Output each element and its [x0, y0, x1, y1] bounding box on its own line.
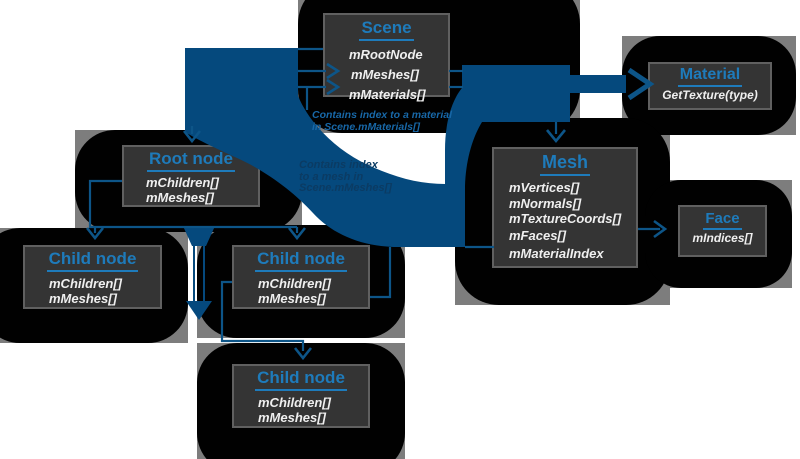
node-scene: Scene mRootNode mMeshes[] mMaterials[] [323, 13, 450, 102]
annotation-material-index: Contains index to a material in Scene.mM… [312, 109, 453, 133]
node-child3: Child node mChildren[] mMeshes[] [232, 364, 370, 428]
node-material-title: Material [650, 66, 770, 87]
node-root-title: Root node [124, 149, 258, 172]
node-child1-field: mMeshes[] [49, 291, 117, 306]
node-root-field: mChildren[] [146, 175, 219, 190]
node-scene-field: mRootNode [349, 47, 423, 62]
node-child2: Child node mChildren[] mMeshes[] [232, 245, 370, 309]
annotation-mesh-index: Contains index to a mesh in Scene.mMeshe… [299, 159, 392, 194]
node-mesh: Mesh mVertices[] mNormals[] mTextureCoor… [492, 147, 638, 268]
node-scene-field: mMaterials[] [349, 87, 426, 102]
node-child1: Child node mChildren[] mMeshes[] [23, 245, 162, 309]
node-mesh-field: mFaces[] [509, 227, 567, 243]
node-scene-title: Scene [325, 18, 448, 41]
node-root: Root node mChildren[] mMeshes[] [122, 145, 260, 207]
node-material-field: GetTexture(type) [662, 88, 758, 102]
node-child1-title: Child node [25, 249, 160, 272]
node-face-field: mIndices[] [692, 231, 753, 245]
node-child3-title: Child node [234, 368, 368, 391]
node-mesh-field: mMaterialIndex [509, 245, 604, 261]
node-root-field: mMeshes[] [146, 190, 214, 205]
node-scene-field: mMeshes[] [351, 67, 419, 82]
node-child2-field: mMeshes[] [258, 291, 326, 306]
node-child3-field: mChildren[] [258, 395, 331, 410]
node-face: Face mIndices[] [678, 205, 767, 257]
node-face-title: Face [680, 210, 765, 230]
node-mesh-field: mNormals[] [509, 195, 582, 211]
node-child3-field: mMeshes[] [258, 410, 326, 425]
node-child2-field: mChildren[] [258, 276, 331, 291]
node-mesh-field: mVertices[] [509, 180, 580, 195]
node-material: Material GetTexture(type) [648, 62, 772, 110]
node-mesh-field: mTextureCoords[] [509, 211, 622, 226]
node-child2-title: Child node [234, 249, 368, 272]
node-child1-field: mChildren[] [49, 276, 122, 291]
node-mesh-title: Mesh [494, 152, 636, 176]
